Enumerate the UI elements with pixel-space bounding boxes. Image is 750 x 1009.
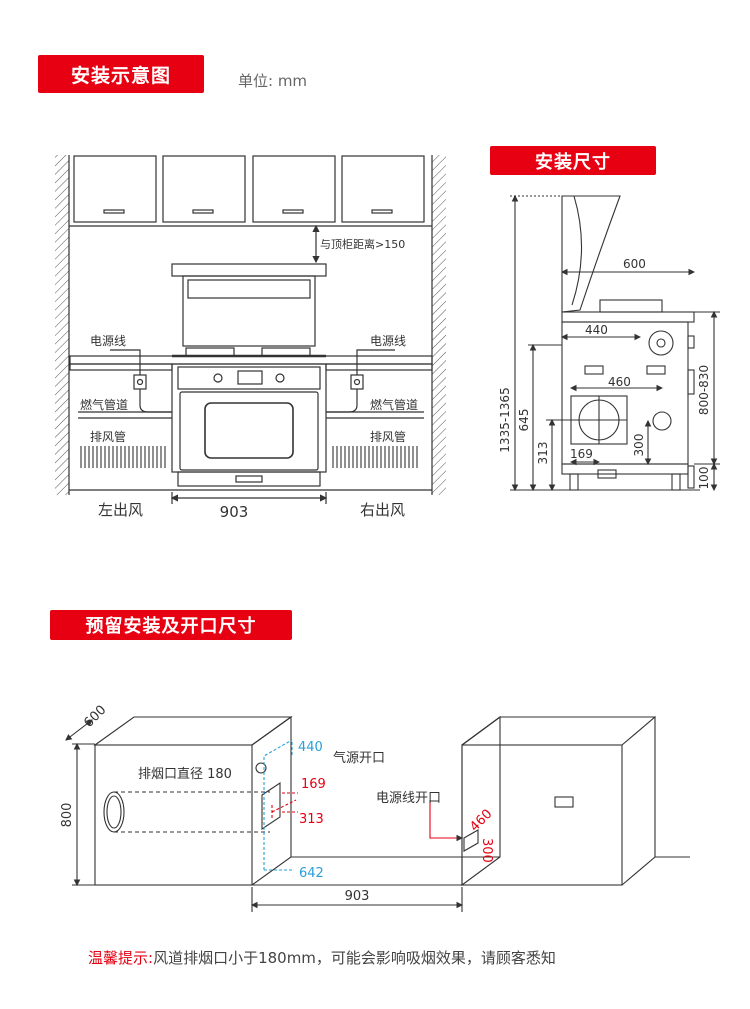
side-base-height: 100 — [697, 467, 711, 490]
side-total-height: 1335-1365 — [498, 387, 512, 452]
reserve-view — [65, 715, 690, 912]
unit-label: 单位: mm — [238, 72, 308, 90]
side-width-460: 460 — [608, 375, 631, 389]
gas-dim-440: 440 — [298, 740, 323, 755]
exhaust-left-label: 排风管 — [90, 429, 126, 444]
right-outlet-label: 右出风 — [360, 501, 405, 519]
reserve-dim-169: 169 — [301, 777, 326, 792]
side-depth-440: 440 — [585, 323, 608, 337]
tip-label: 温馨提示: — [88, 949, 154, 967]
reserve-depth-600: 600 — [81, 703, 109, 731]
exhaust-right-label: 排风管 — [370, 429, 406, 444]
power-dim-460: 460 — [467, 807, 495, 835]
front-view — [55, 155, 446, 504]
reserve-title: 预留安装及开口尺寸 — [50, 610, 292, 640]
reserve-dim-313: 313 — [299, 812, 324, 827]
warm-tip: 温馨提示:风道排烟口小于180mm，可能会影响吸烟效果，请顾客悉知 — [88, 947, 556, 968]
reserve-width-903: 903 — [345, 889, 370, 904]
reserve-colored-dims — [263, 739, 298, 871]
side-height-300: 300 — [632, 434, 646, 457]
power-line-left-label: 电源线 — [90, 334, 126, 348]
side-depth-600: 600 — [623, 257, 646, 271]
gas-pipe-right-label: 燃气管道 — [370, 397, 418, 412]
power-dim-300: 300 — [479, 838, 494, 863]
schematic-title: 安装示意图 — [38, 55, 204, 93]
side-view — [510, 194, 720, 492]
side-counter-height: 800-830 — [697, 365, 711, 415]
reserve-dim-642: 642 — [299, 866, 324, 881]
upper-cabinets — [73, 155, 425, 223]
gas-opening-label: 气源开口 — [333, 750, 385, 766]
side-height-313: 313 — [536, 442, 550, 465]
front-width-label: 903 — [220, 503, 249, 521]
power-line-right-label: 电源线 — [370, 334, 406, 348]
clearance-label: 与顶柜距离>150 — [320, 237, 405, 251]
size-title: 安装尺寸 — [490, 146, 656, 175]
tip-text: 风道排烟口小于180mm，可能会影响吸烟效果，请顾客悉知 — [153, 949, 556, 967]
power-opening-label: 电源线开口 — [376, 791, 441, 806]
side-offset-169: 169 — [570, 447, 593, 461]
gas-pipe-left-label: 燃气管道 — [80, 397, 128, 412]
exhaust-diameter-label: 排烟口直径 180 — [138, 767, 232, 782]
left-outlet-label: 左出风 — [98, 501, 143, 519]
side-height-645: 645 — [517, 409, 531, 432]
reserve-height-800: 800 — [60, 803, 75, 828]
